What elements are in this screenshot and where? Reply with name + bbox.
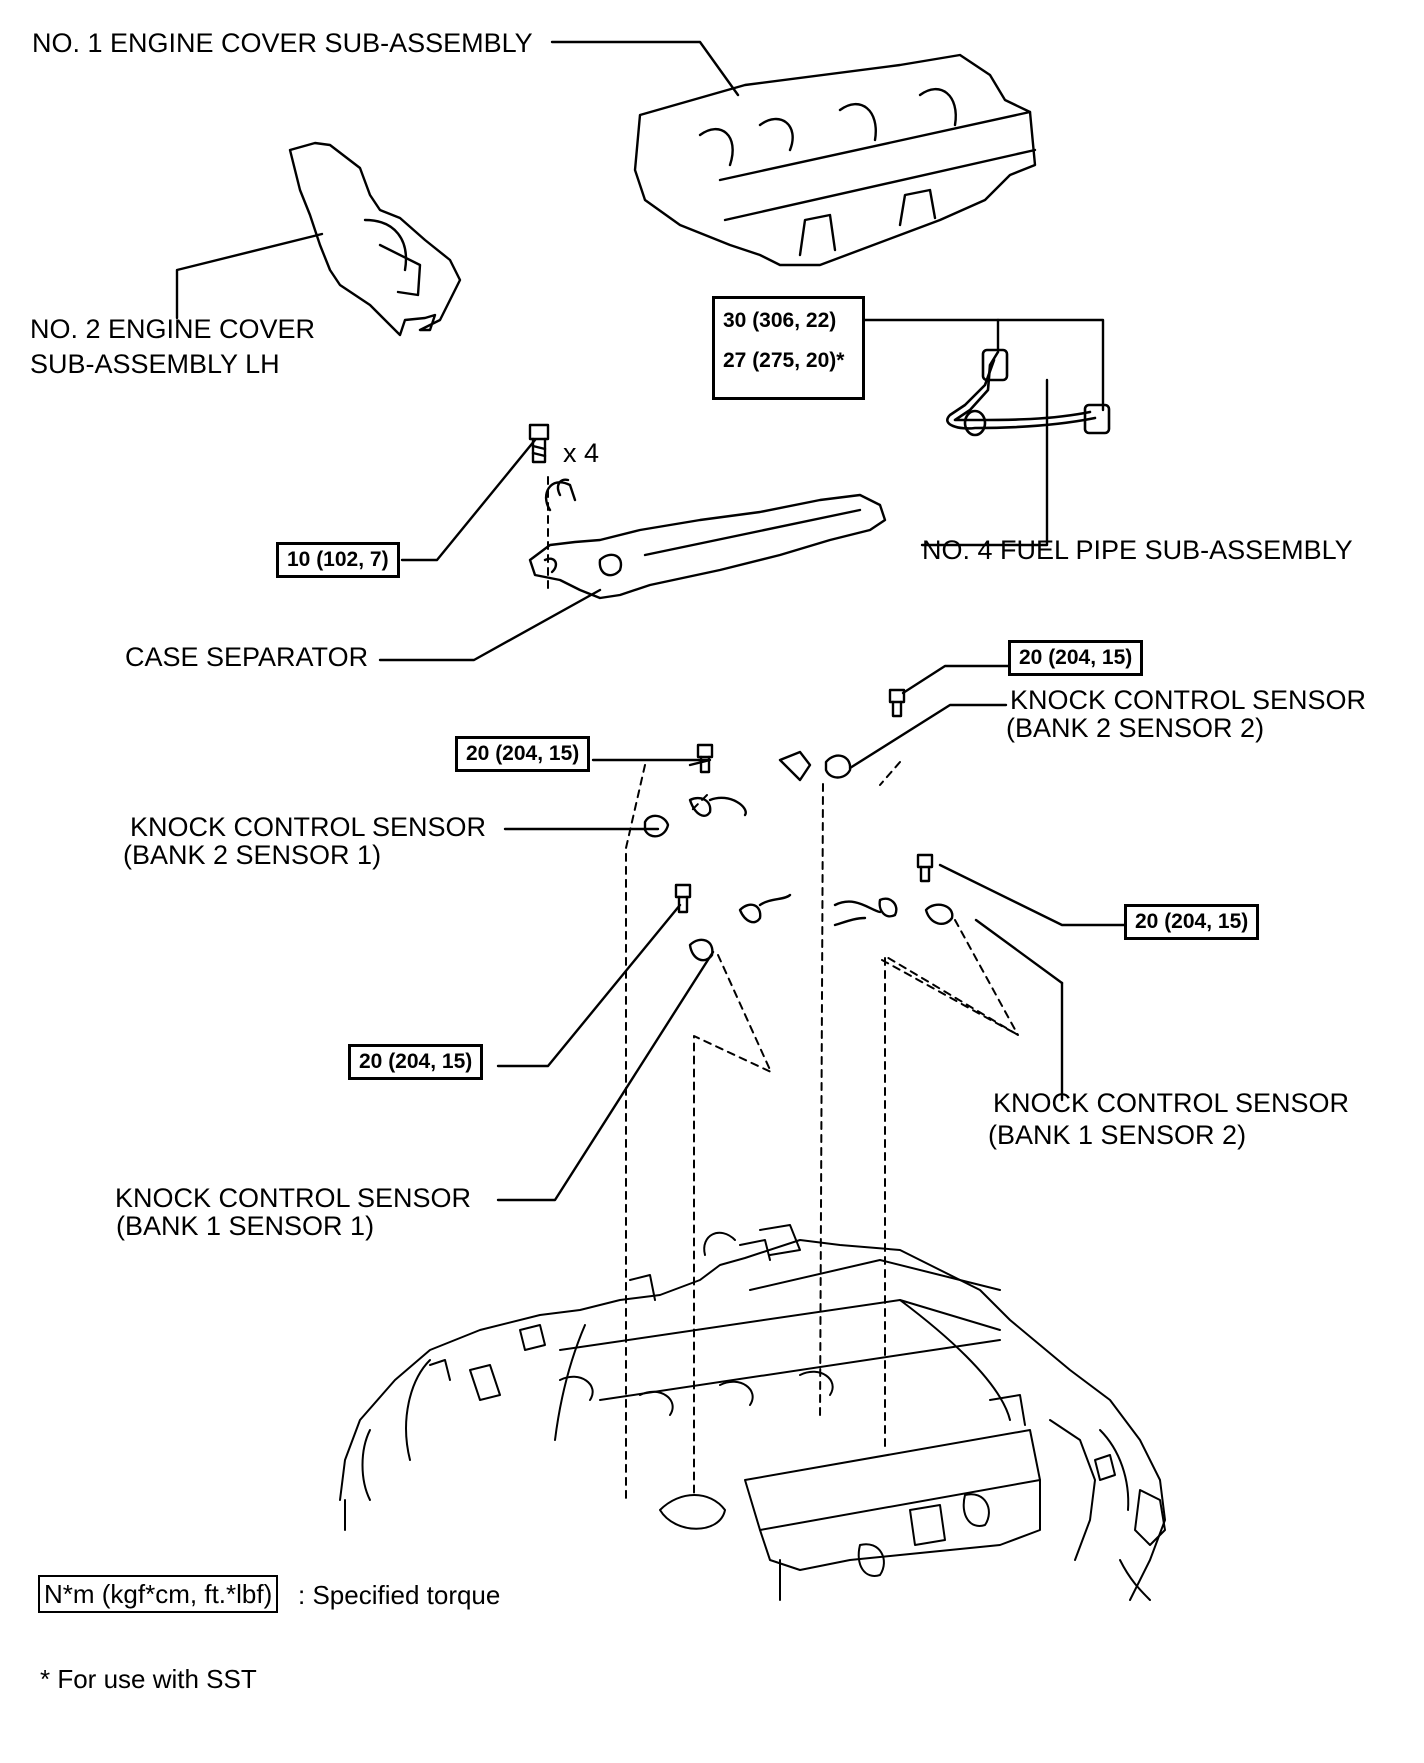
engine-cover-1-drawing [633, 53, 1037, 267]
label-ks-b1s1-line2: (BANK 1 SENSOR 1) [116, 1211, 375, 1241]
case-separator-drawing [528, 478, 887, 600]
torque-fuel-pipe-a: 30 (306, 22) [723, 309, 837, 332]
label-ks-b2s1-line2: (BANK 2 SENSOR 1) [123, 840, 382, 870]
label-ks-b1s1-line1: KNOCK CONTROL SENSOR [115, 1183, 472, 1213]
label-ks-b1s2-line2: (BANK 1 SENSOR 2) [988, 1120, 1247, 1150]
torque-box-ks-b1s1: 20 (204, 15) [348, 1044, 484, 1080]
torque-box-fuel-pipe: 30 (306, 22) 27 (275, 20)* [712, 296, 865, 400]
label-case-separator: CASE SEPARATOR [125, 642, 369, 672]
label-fuel-pipe: NO. 4 FUEL PIPE SUB-ASSEMBLY [922, 535, 1353, 565]
torque-box-ks-b2s2: 20 (204, 15) [1008, 640, 1144, 676]
torque-box-ks-b1s2: 20 (204, 15) [1124, 904, 1260, 940]
engine-cover-2-drawing [288, 141, 462, 337]
torque-fuel-pipe-b: 27 (275, 20)* [723, 349, 845, 372]
label-ks-b2s1-line1: KNOCK CONTROL SENSOR [130, 812, 487, 842]
label-ks-b1s2-line1: KNOCK CONTROL SENSOR [993, 1088, 1350, 1118]
legend-torque-description: : Specified torque [298, 1580, 501, 1610]
knock-sensors-drawing [643, 688, 954, 962]
bolt-drawing [528, 423, 550, 464]
torque-box-case-separator: 10 (102, 7) [276, 542, 400, 578]
engine-block-drawing [339, 1224, 1166, 1601]
fuel-pipe-drawing [946, 348, 1111, 437]
legend-torque-unit-box: N*m (kgf*cm, ft.*lbf) [38, 1575, 279, 1613]
label-no2-engine-cover-line2: SUB-ASSEMBLY LH [30, 349, 280, 379]
label-no1-engine-cover: NO. 1 ENGINE COVER SUB-ASSEMBLY [32, 28, 533, 58]
label-no2-engine-cover-line1: NO. 2 ENGINE COVER [30, 314, 316, 344]
torque-box-ks-b2s1: 20 (204, 15) [455, 736, 591, 772]
label-ks-b2s2-line1: KNOCK CONTROL SENSOR [1010, 685, 1367, 715]
label-ks-b2s2-line2: (BANK 2 SENSOR 2) [1006, 713, 1265, 743]
legend-sst-footnote: * For use with SST [40, 1664, 257, 1694]
label-bolt-quantity: x 4 [563, 438, 600, 468]
